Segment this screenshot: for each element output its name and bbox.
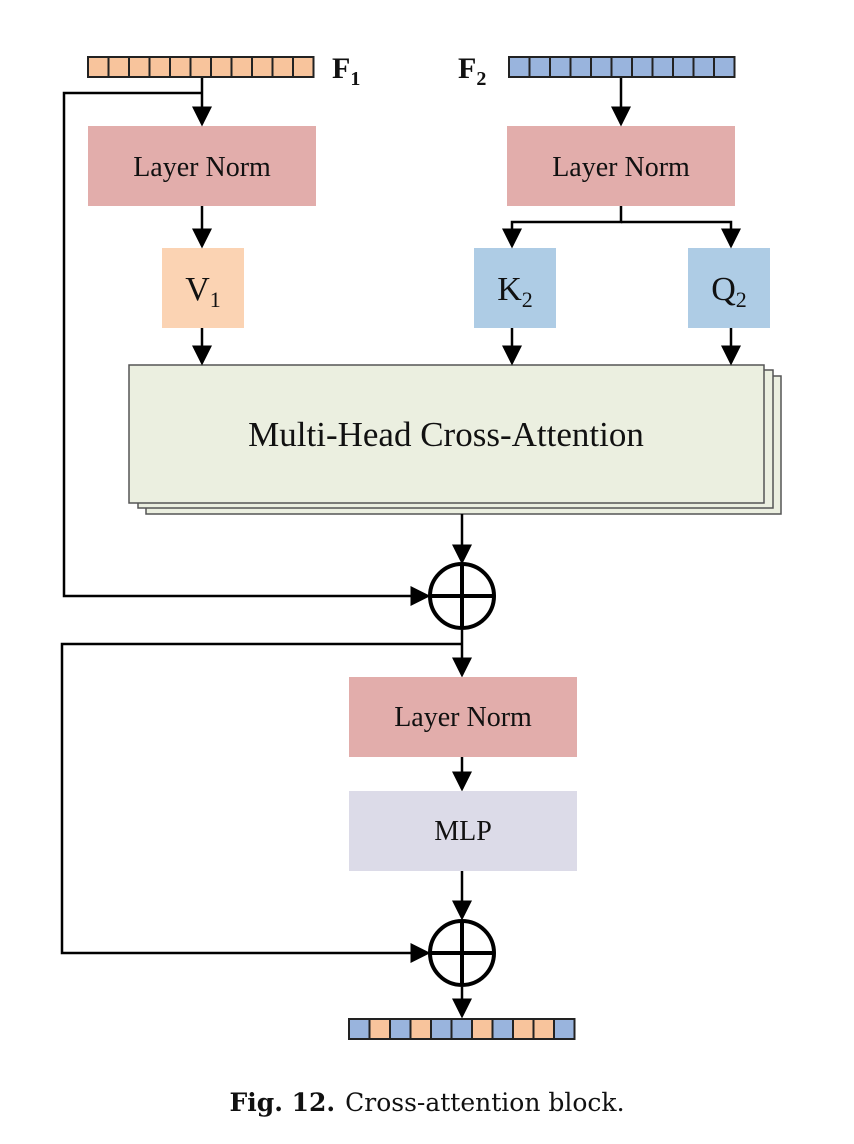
f1-token-cell	[230, 56, 253, 78]
output-token-bar	[348, 1018, 576, 1040]
q2-box	[688, 248, 770, 328]
f1-label: F1	[332, 52, 360, 90]
output-token-cell	[430, 1018, 453, 1040]
f2-token-cell	[528, 56, 551, 78]
layer-norm-left-box	[88, 126, 316, 206]
k2-box	[474, 248, 556, 328]
f2-token-cell	[672, 56, 695, 78]
v1-label: V1	[185, 271, 221, 312]
f1-token-cell	[169, 56, 192, 78]
output-token-cell	[471, 1018, 494, 1040]
f1-token-cell	[271, 56, 294, 78]
mlp-box	[349, 791, 577, 871]
add-operator-2-icon	[428, 919, 496, 987]
mlp-label: MLP	[434, 816, 492, 847]
f2-label: F2	[458, 52, 486, 90]
attention-front-layer	[128, 364, 765, 504]
output-token-cell	[491, 1018, 514, 1040]
output-token-cell	[532, 1018, 555, 1040]
f2-token-cell	[651, 56, 674, 78]
skip-connection-2	[60, 642, 462, 963]
f1-token-cell	[189, 56, 212, 78]
attention-label: Multi-Head Cross-Attention	[248, 415, 644, 454]
f2-token-cell	[549, 56, 572, 78]
f2-token-cell	[508, 56, 531, 78]
connectors	[60, 78, 741, 1019]
output-token-cell	[450, 1018, 473, 1040]
layer-norm-right-box	[507, 126, 735, 206]
q2-label: Q2	[711, 271, 747, 312]
f2-token-cell	[590, 56, 613, 78]
f2-token-bar	[508, 56, 736, 78]
f2-token-cell	[713, 56, 736, 78]
output-token-cell	[368, 1018, 391, 1040]
layer-norm-right-label: Layer Norm	[552, 152, 690, 183]
f1-token-cell	[87, 56, 110, 78]
layer-norm-left-label: Layer Norm	[133, 152, 271, 183]
caption-text: Cross-attention block.	[345, 1088, 625, 1117]
f1-token-cell	[292, 56, 315, 78]
f2-token-cell	[569, 56, 592, 78]
arrow-layernorm-to-k2	[502, 206, 623, 249]
f2-token-cell	[631, 56, 654, 78]
arrow-layernorm-to-q2	[621, 220, 741, 249]
f2-token-cell	[692, 56, 715, 78]
f1-token-bar	[87, 56, 315, 78]
skip-connection-1	[62, 91, 431, 606]
f1-token-cell	[128, 56, 151, 78]
k2-label: K2	[497, 271, 533, 312]
attention-stack	[128, 364, 782, 515]
v1-box	[162, 248, 244, 328]
add-operator-1-icon	[428, 562, 496, 630]
output-token-cell	[512, 1018, 535, 1040]
f2-token-cell	[610, 56, 633, 78]
layer-norm-bottom-label: Layer Norm	[394, 702, 532, 733]
figure-caption: Fig. 12. Cross-attention block.	[0, 1088, 854, 1117]
output-token-cell	[409, 1018, 432, 1040]
figure-number: Fig. 12.	[229, 1088, 336, 1117]
output-token-cell	[348, 1018, 371, 1040]
f1-token-cell	[251, 56, 274, 78]
f1-token-cell	[148, 56, 171, 78]
layer-norm-bottom-box	[349, 677, 577, 757]
f1-token-cell	[107, 56, 130, 78]
output-token-cell	[553, 1018, 576, 1040]
output-token-cell	[389, 1018, 412, 1040]
f1-token-cell	[210, 56, 233, 78]
